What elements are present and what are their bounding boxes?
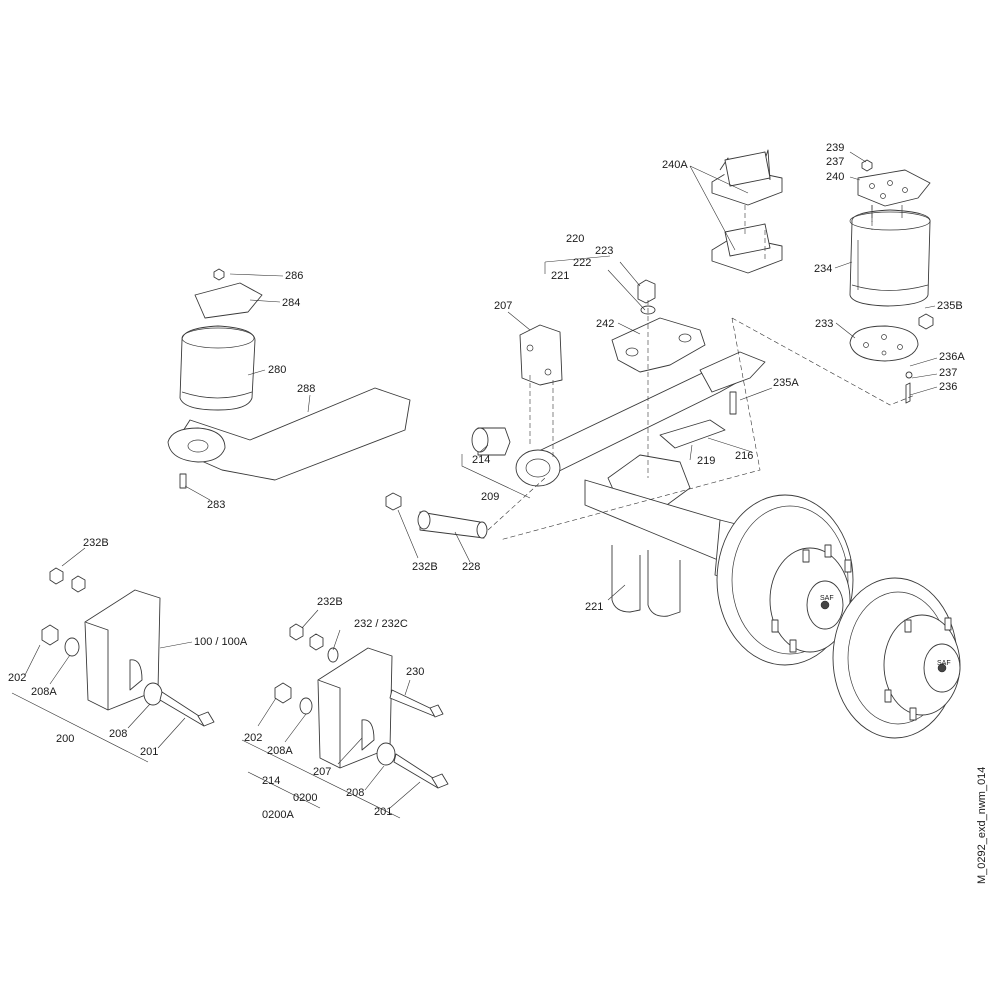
- label-208A-left: 208A: [31, 686, 57, 698]
- label-208-left: 208: [109, 728, 127, 740]
- label-239: 239: [826, 142, 844, 154]
- washer-208A-left: [64, 637, 80, 657]
- washer-208-right: [376, 742, 396, 766]
- nut-239: [861, 159, 873, 172]
- nuts-232B-left: [49, 567, 86, 593]
- label-233: 233: [815, 318, 833, 330]
- plate-284: [194, 282, 263, 319]
- label-235A: 235A: [773, 377, 799, 389]
- label-230: 230: [406, 666, 424, 678]
- brand-mark-drum: SAF: [820, 595, 834, 602]
- spring-arm-209: [515, 351, 766, 487]
- label-286: 286: [285, 270, 303, 282]
- label-221: 221: [551, 270, 569, 282]
- washer-208A-right: [299, 697, 313, 715]
- washer-208-left: [143, 682, 163, 706]
- label-234: 234: [814, 263, 832, 275]
- brake-disc: [832, 577, 961, 739]
- label-214-right: 214: [262, 775, 280, 787]
- drawing-id: M_0292_exd_nwm_014: [976, 766, 988, 884]
- air-spring-base-plate-233: [849, 325, 919, 362]
- clamp-240A-lower: [711, 223, 783, 274]
- nut-202-right: [274, 682, 292, 704]
- brand-marks: SAF SAF: [820, 595, 951, 667]
- plate-216: [659, 419, 726, 449]
- label-202-left: 202: [8, 672, 26, 684]
- label-209: 209: [481, 491, 499, 503]
- part-labels: 239 237 240 240A 234 235B 233 236A 237 2…: [8, 142, 965, 821]
- brake-drum: [716, 494, 854, 666]
- bolt-201-right: [393, 753, 449, 789]
- label-280: 280: [268, 364, 286, 376]
- label-202-right: 202: [244, 732, 262, 744]
- bolt-235A: [729, 391, 737, 415]
- label-232B-shock: 232B: [412, 561, 438, 573]
- nut-235B: [918, 313, 934, 330]
- label-223: 223: [595, 245, 613, 257]
- label-232B-right: 232B: [317, 596, 343, 608]
- bolt-201-left: [159, 691, 215, 727]
- air-spring-280: [179, 325, 256, 411]
- label-236: 236: [939, 381, 957, 393]
- nut-223: [637, 279, 656, 304]
- bolt-236: [905, 371, 913, 404]
- top-plate-242: [611, 317, 706, 373]
- label-237: 237: [826, 156, 844, 168]
- label-232B-left: 232B: [83, 537, 109, 549]
- nut-286: [213, 268, 225, 281]
- label-240A: 240A: [662, 159, 688, 171]
- bushing-214: [471, 427, 511, 456]
- label-236A: 236A: [939, 351, 965, 363]
- label-207-right: 207: [313, 766, 331, 778]
- leader-lines: [11, 151, 938, 819]
- clamp-240A-upper: [711, 149, 783, 206]
- bolt-230: [389, 689, 444, 718]
- label-201-left: 201: [140, 746, 158, 758]
- label-201-right: 201: [374, 806, 392, 818]
- base-plate-283: [167, 427, 226, 463]
- label-216: 216: [735, 450, 753, 462]
- nut-232B-shock: [385, 492, 402, 511]
- assembly-lines: [487, 205, 916, 541]
- label-214: 214: [472, 454, 490, 466]
- label-207: 207: [494, 300, 512, 312]
- label-237b: 237: [939, 367, 957, 379]
- label-242: 242: [596, 318, 614, 330]
- label-222: 222: [573, 257, 591, 269]
- air-spring-bellows-234: [849, 205, 931, 307]
- label-208A-right: 208A: [267, 745, 293, 757]
- label-283: 283: [207, 499, 225, 511]
- air-spring-top-plate-240: [857, 169, 931, 207]
- label-232-232C: 232 / 232C: [354, 618, 408, 630]
- label-208-right: 208: [346, 787, 364, 799]
- label-221-ubolt: 221: [585, 601, 603, 613]
- label-235B: 235B: [937, 300, 963, 312]
- brand-mark-disc: SAF: [937, 660, 951, 667]
- hanger-bracket-100: [84, 589, 161, 711]
- label-0200: 0200: [293, 792, 317, 804]
- label-200: 200: [56, 733, 74, 745]
- nut-202-left: [41, 624, 59, 646]
- wheel-studs: [771, 544, 952, 721]
- label-220: 220: [566, 233, 584, 245]
- u-bolt-221: [611, 545, 681, 617]
- label-0200A: 0200A: [262, 809, 294, 821]
- bracket-207: [519, 324, 563, 386]
- shock-absorber-228: [417, 510, 488, 539]
- hanger-bracket-right: [317, 647, 393, 769]
- label-288: 288: [297, 383, 315, 395]
- label-228: 228: [462, 561, 480, 573]
- label-284: 284: [282, 297, 300, 309]
- bolt-283: [179, 473, 187, 489]
- label-219: 219: [697, 455, 715, 467]
- label-100-100A: 100 / 100A: [194, 636, 248, 648]
- label-240: 240: [826, 171, 844, 183]
- nuts-232B-right: [289, 623, 339, 663]
